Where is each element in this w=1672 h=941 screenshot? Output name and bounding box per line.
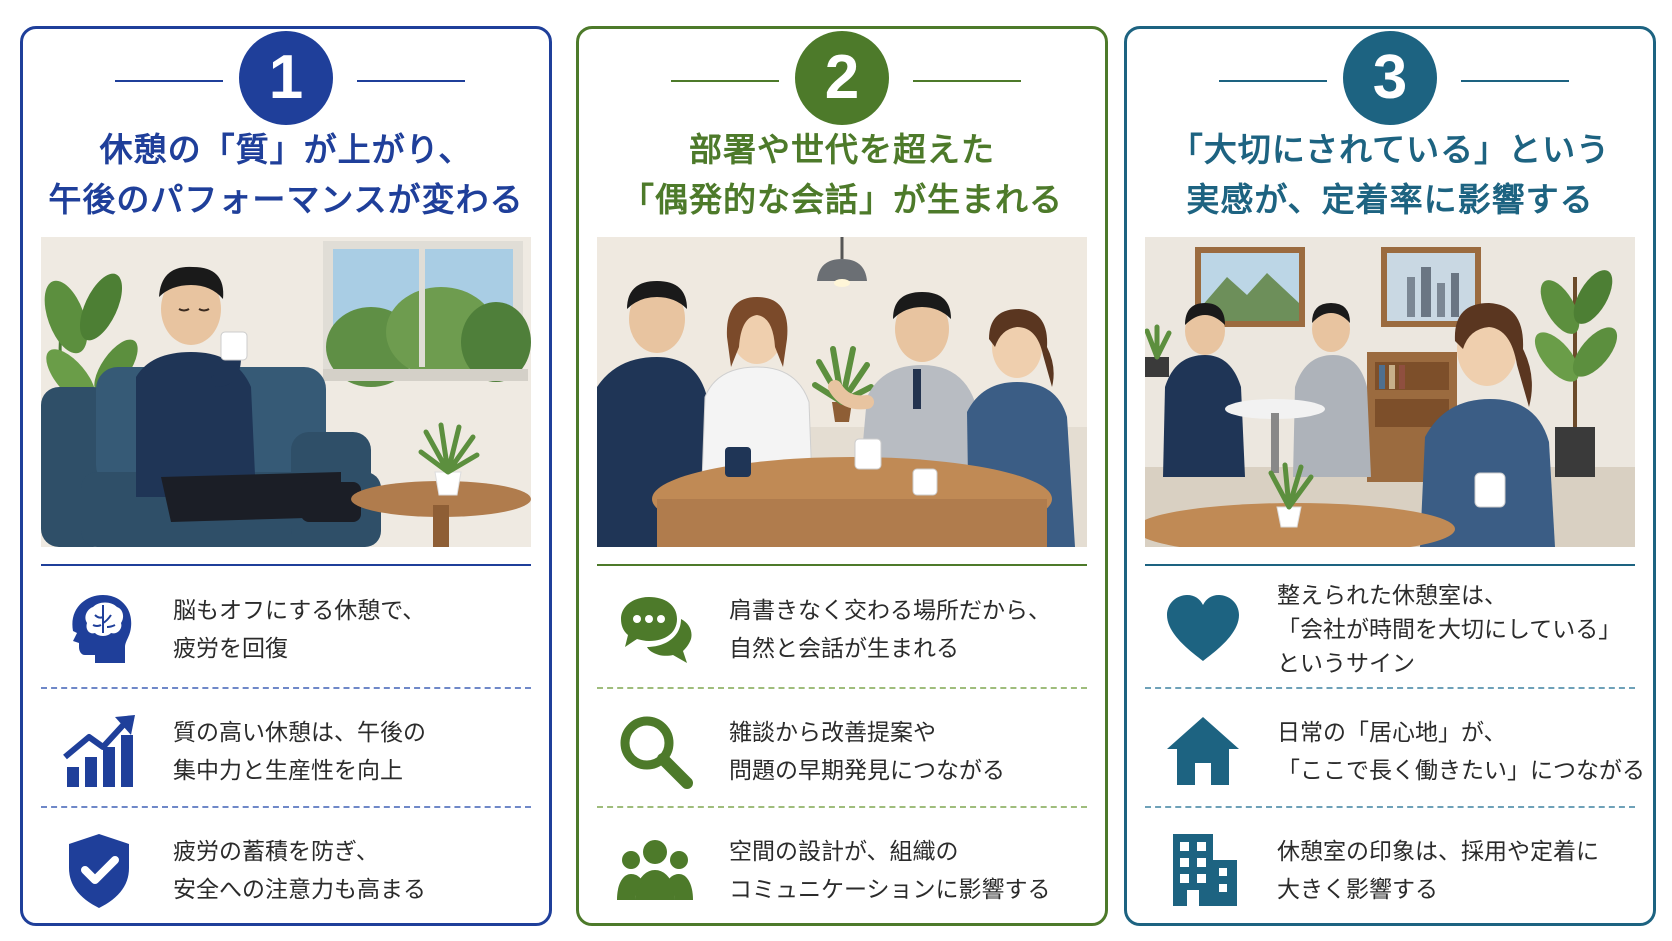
- illustration-break-room: [1145, 237, 1635, 547]
- panel-title-line1: 部署や世代を超えた: [689, 130, 995, 169]
- panel-title-line2: 午後のパフォーマンスが変わる: [48, 180, 524, 219]
- benefit-text: 休憩室の印象は、採用や定着に 大きく影響する: [1277, 839, 1599, 903]
- panel-title-line2: 「偶発的な会話」が生まれる: [621, 180, 1063, 219]
- panel-number-row: 1: [23, 29, 549, 125]
- benefit-item: 質の高い休憩は、午後の 集中力と生産性を向上: [41, 697, 541, 807]
- benefit-item: 雑談から改善提案や 問題の早期発見につながる: [597, 697, 1097, 807]
- panel-2: 2 部署や世代を超えた 「偶発的な会話」が生まれる: [576, 26, 1108, 926]
- benefit-text: 空間の設計が、組織の コミュニケーションに影響する: [729, 839, 1051, 903]
- benefit-item: 脳もオフにする休憩で、 疲労を回復: [41, 575, 541, 685]
- divider-line-left: [671, 80, 779, 82]
- benefit-text: 日常の「居心地」が、 「ここで長く働きたい」につながる: [1277, 720, 1645, 784]
- benefit-text: 脳もオフにする休憩で、 疲労を回復: [173, 598, 426, 662]
- item-divider: [1145, 806, 1635, 808]
- divider-line-right: [913, 80, 1021, 82]
- panel-title: 休憩の「質」が上がり、 午後のパフォーマンスが変わる: [23, 125, 549, 225]
- benefit-text: 疲労の蓄積を防ぎ、 安全への注意力も高まる: [173, 839, 426, 903]
- benefit-text: 質の高い休憩は、午後の 集中力と生産性を向上: [173, 720, 426, 784]
- illustration-man-relaxing: [41, 237, 531, 547]
- divider-line-left: [115, 80, 223, 82]
- brain-head-icon: [72, 595, 132, 663]
- office-building-icon: [1173, 834, 1237, 906]
- panel-number-badge: 2: [795, 31, 889, 125]
- section-divider: [597, 564, 1087, 566]
- panel-title-line1: 「大切にされている」という: [1169, 130, 1611, 169]
- panel-3: 3 「大切にされている」という 実感が、定着率に影響する: [1124, 26, 1656, 926]
- item-divider: [597, 806, 1087, 808]
- panel-title-line2: 実感が、定着率に影響する: [1186, 180, 1594, 219]
- item-divider: [41, 806, 531, 808]
- divider-line-right: [357, 80, 465, 82]
- benefit-item: 整えられた休憩室は、 「会社が時間を大切にしている」 というサイン: [1145, 575, 1645, 685]
- item-divider: [1145, 687, 1635, 689]
- benefit-item: 肩書きなく交わる場所だから、 自然と会話が生まれる: [597, 575, 1097, 685]
- panel-number-row: 3: [1127, 29, 1653, 125]
- item-divider: [597, 687, 1087, 689]
- benefit-text: 整えられた休憩室は、 「会社が時間を大切にしている」 というサイン: [1277, 583, 1622, 677]
- benefit-item: 休憩室の印象は、採用や定着に 大きく影響する: [1145, 816, 1645, 926]
- panel-title-line1: 休憩の「質」が上がり、: [99, 130, 473, 169]
- benefit-text: 雑談から改善提案や 問題の早期発見につながる: [729, 720, 1005, 784]
- shield-check-icon: [69, 834, 129, 908]
- growth-chart-icon: [63, 715, 135, 787]
- panel-number-badge: 1: [239, 31, 333, 125]
- section-divider: [41, 564, 531, 566]
- illustration-coworkers-talking: [597, 237, 1087, 547]
- magnifier-icon: [620, 716, 693, 789]
- panel-title: 「大切にされている」という 実感が、定着率に影響する: [1127, 125, 1653, 225]
- benefit-text: 肩書きなく交わる場所だから、 自然と会話が生まれる: [729, 598, 1051, 662]
- panel-title: 部署や世代を超えた 「偶発的な会話」が生まれる: [579, 125, 1105, 225]
- panel-number-row: 2: [579, 29, 1105, 125]
- panel-1: 1 休憩の「質」が上がり、 午後のパフォーマンスが変わる: [20, 26, 552, 926]
- section-divider: [1145, 564, 1635, 566]
- heart-icon: [1167, 595, 1239, 661]
- benefit-item: 日常の「居心地」が、 「ここで長く働きたい」につながる: [1145, 697, 1645, 807]
- people-group-icon: [617, 840, 693, 900]
- benefit-item: 空間の設計が、組織の コミュニケーションに影響する: [597, 816, 1097, 926]
- benefit-item: 疲労の蓄積を防ぎ、 安全への注意力も高まる: [41, 816, 541, 926]
- divider-line-right: [1461, 80, 1569, 82]
- chat-bubbles-icon: [621, 597, 692, 663]
- panel-number-badge: 3: [1343, 31, 1437, 125]
- item-divider: [41, 687, 531, 689]
- house-icon: [1167, 717, 1239, 785]
- divider-line-left: [1219, 80, 1327, 82]
